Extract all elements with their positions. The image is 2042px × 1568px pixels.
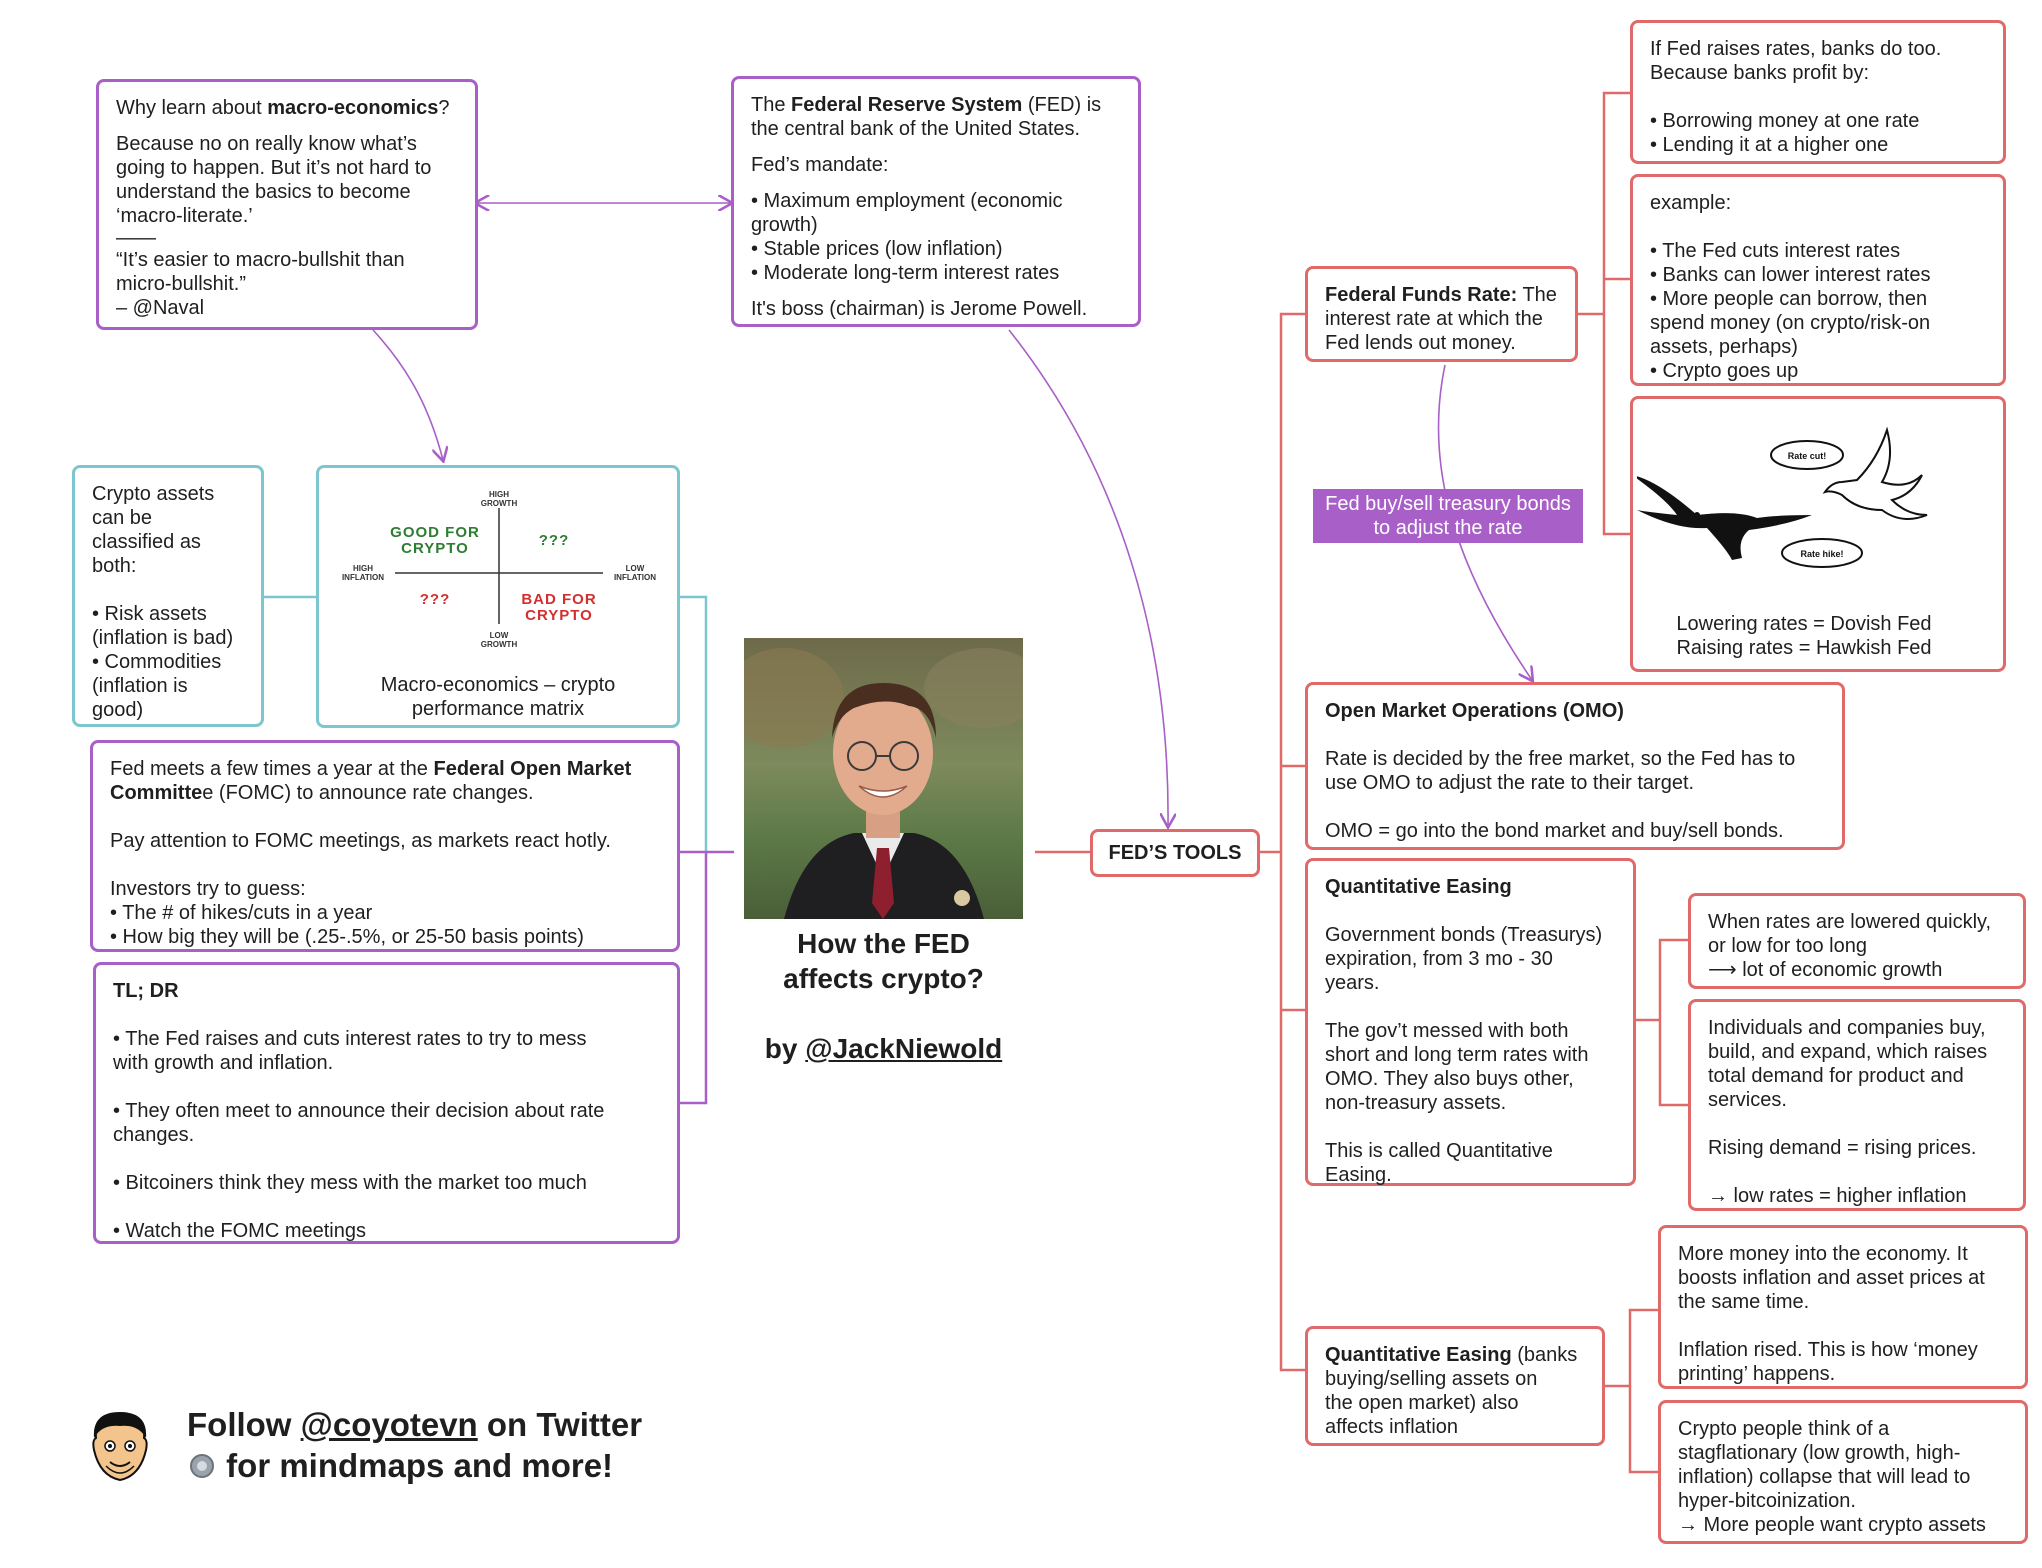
stagflation-card: Crypto people think of a stagflationary … — [1658, 1400, 2028, 1544]
federal-reserve-card: The Federal Reserve System (FED) is the … — [731, 76, 1141, 327]
unknown-quadrant-bottom: ??? — [405, 592, 465, 608]
rate-hike-bubble: Rate hike! — [1800, 549, 1843, 559]
hawk-dove-caption: Lowering rates = Dovish Fed Raising rate… — [1632, 612, 1976, 660]
fomc-card: Fed meets a few times a year at the Fede… — [90, 740, 680, 952]
unknown-quadrant-top: ??? — [529, 533, 579, 549]
coyotevn-handle-link[interactable]: @coyotevn — [301, 1406, 478, 1443]
quantitative-easing-card: Quantitative Easing Government bonds (Tr… — [1305, 858, 1636, 1186]
rate-cut-bubble: Rate cut! — [1788, 451, 1827, 461]
federal-funds-rate-card: Federal Funds Rate: The interest rate at… — [1305, 266, 1578, 362]
author-photo — [744, 638, 1023, 919]
omo-card: Open Market Operations (OMO) Rate is dec… — [1305, 682, 1845, 850]
feds-tools-node: FED’S TOOLS — [1090, 829, 1260, 877]
rate-cut-example-card: example: • The Fed cuts interest rates •… — [1630, 174, 2006, 386]
tldr-card: TL; DR • The Fed raises and cuts interes… — [93, 962, 680, 1244]
treasury-bonds-label: Fed buy/sell treasury bonds to adjust th… — [1313, 489, 1583, 543]
follow-cta: Follow @coyotevn on Twitter for mindmaps… — [187, 1404, 642, 1486]
crypto-assets-card: Crypto assets can be classified as both:… — [72, 465, 264, 727]
rocket-icon — [187, 1449, 217, 1479]
coyote-avatar — [88, 1410, 152, 1486]
banks-rates-card: If Fed raises rates, banks do too. Becau… — [1630, 20, 2006, 164]
author-handle-link[interactable]: @JackNiewold — [805, 1033, 1002, 1064]
money-printing-card: More money into the economy. It boosts i… — [1658, 1225, 2028, 1389]
qe-inflation-card: Quantitative Easing (banks buying/sellin… — [1305, 1326, 1605, 1446]
mindmap-title: How the FED affects crypto? by @JackNiew… — [744, 926, 1023, 1066]
demand-inflation-card: Individuals and companies buy, build, an… — [1688, 999, 2026, 1211]
rates-lowered-card: When rates are lowered quickly, or low f… — [1688, 893, 2026, 989]
hawk-dove-illustration: Rate cut! Rate hike! — [1637, 420, 1957, 570]
why-macro-card: Why learn about macro-economics? Because… — [96, 79, 478, 330]
